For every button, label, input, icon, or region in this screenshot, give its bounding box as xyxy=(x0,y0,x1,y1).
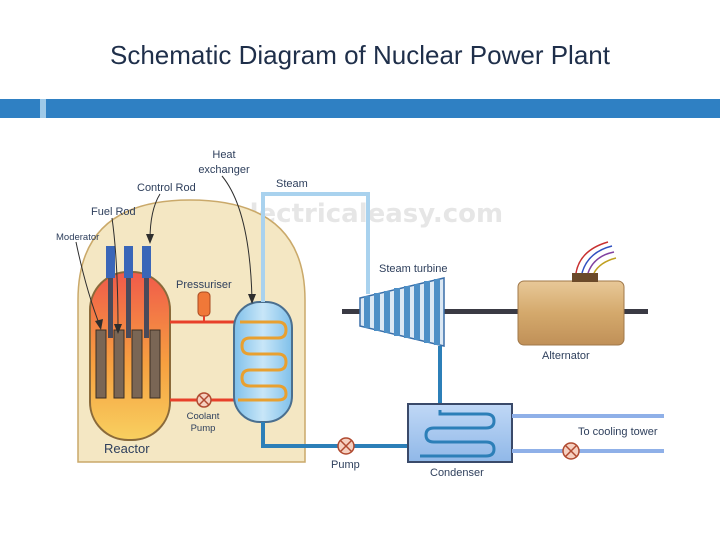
heat-exchanger xyxy=(233,301,293,423)
accent-bar-right xyxy=(46,99,720,118)
feedwater-pipe xyxy=(261,422,408,448)
cooling-pump-icon xyxy=(562,442,580,460)
pressuriser-label: Pressuriser xyxy=(176,279,232,291)
steam-turbine xyxy=(359,277,445,347)
heat-exchanger-label-1: Heat xyxy=(212,149,235,161)
moderator-label: Moderator xyxy=(56,232,99,243)
accent-bar-left xyxy=(0,99,40,118)
accent-bar-gap xyxy=(40,99,46,118)
arrow-heads xyxy=(95,234,256,334)
control-rods xyxy=(106,246,151,338)
pump-label: Pump xyxy=(331,459,360,471)
alternator-wires xyxy=(575,241,617,274)
coolant-pump-icon xyxy=(196,392,212,408)
condenser-label: Condenser xyxy=(430,467,484,479)
to-cooling-tower-label: To cooling tower xyxy=(578,426,658,438)
condenser-coil xyxy=(420,410,496,458)
coolant-pump-label-2: Pump xyxy=(191,423,216,434)
coolant-pump-label-1: Coolant xyxy=(187,411,220,422)
alternator-label: Alternator xyxy=(542,350,590,362)
turbine-shaft xyxy=(342,309,648,314)
fuel-rod-label: Fuel Rod xyxy=(91,206,136,218)
control-rod-label: Control Rod xyxy=(137,182,196,194)
heat-exchanger-coil xyxy=(238,320,288,402)
steam-turbine-label: Steam turbine xyxy=(379,263,447,275)
steam-pipe xyxy=(261,192,370,302)
steam-label: Steam xyxy=(276,178,308,190)
heat-exchanger-label-2: exchanger xyxy=(198,164,250,176)
slide-title: Schematic Diagram of Nuclear Power Plant xyxy=(110,40,610,70)
alternator xyxy=(517,280,625,346)
pressuriser xyxy=(197,291,211,317)
alternator-terminal xyxy=(572,273,598,282)
reactor-label: Reactor xyxy=(104,441,150,456)
feed-pump-icon xyxy=(337,437,355,455)
